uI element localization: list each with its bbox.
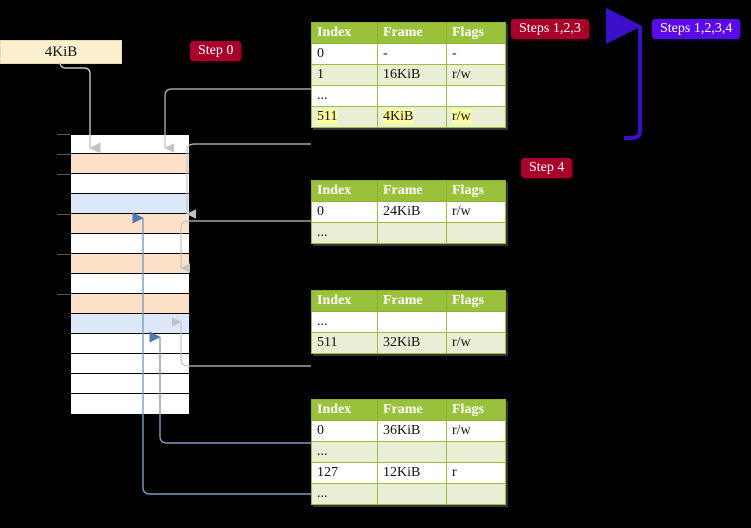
cell-index: ...: [311, 85, 378, 107]
table-row: ...: [311, 222, 506, 244]
badge-step-4-label: Step 4: [529, 160, 565, 175]
cell-index: 127: [311, 462, 378, 484]
highlighted-value: r/w: [452, 109, 471, 124]
cell-index: ...: [311, 222, 378, 244]
table-row: 511 4KiB r/w: [311, 106, 506, 128]
column-header-frame: Frame: [377, 290, 447, 312]
memory-frame: [70, 254, 190, 274]
cell-index: 511: [311, 332, 378, 354]
memory-frame: [70, 274, 190, 294]
memory-frame: [70, 194, 190, 214]
cell-flags: [446, 441, 506, 463]
memory-frame: [70, 214, 190, 234]
cell-frame: 24KiB: [377, 201, 447, 223]
memory-frame: [70, 374, 190, 394]
cell-index: ...: [311, 311, 378, 333]
cell-flags: [446, 85, 506, 107]
column-header-index: Index: [311, 399, 378, 421]
memory-frame: [70, 354, 190, 374]
cell-frame: 32KiB: [377, 332, 447, 354]
memory-frame: [70, 334, 190, 354]
cell-index: 1: [311, 64, 378, 86]
cell-index: ...: [311, 441, 378, 463]
memory-frame: [70, 234, 190, 254]
column-header-index: Index: [311, 290, 378, 312]
badge-steps-123-label: Steps 1,2,3: [519, 21, 581, 36]
table-row: ...: [311, 441, 506, 463]
cell-frame: 16KiB: [377, 64, 447, 86]
cell-frame: [377, 222, 447, 244]
highlighted-value: 4KiB: [383, 109, 414, 124]
cell-frame: [377, 441, 447, 463]
cell-frame: -: [377, 43, 447, 65]
cell-flags: r: [446, 462, 506, 484]
cell-frame: [377, 311, 447, 333]
cell-index: 0: [311, 43, 378, 65]
cell-frame: 36KiB: [377, 420, 447, 442]
memory-frame: [70, 174, 190, 194]
table-row: ...: [311, 483, 506, 505]
cell-frame: [377, 483, 447, 505]
column-header-index: Index: [311, 180, 378, 202]
size-label-text: 4KiB: [44, 43, 78, 60]
table-row: 0--: [311, 43, 506, 65]
cell-flags: [446, 222, 506, 244]
cell-flags: [446, 483, 506, 505]
badge-step-4: Step 4: [521, 158, 573, 178]
memory-frame: [70, 134, 190, 154]
cell-flags: [446, 311, 506, 333]
column-header-flags: Flags: [446, 399, 506, 421]
badge-step-0: Step 0: [190, 41, 242, 61]
cell-frame: [377, 85, 447, 107]
table-row: ...: [311, 85, 506, 107]
highlighted-value: 511: [317, 109, 338, 124]
cell-flags: r/w: [446, 106, 506, 128]
size-label-4kib: 4KiB: [0, 40, 122, 64]
cell-index: 0: [311, 201, 378, 223]
cell-frame: 12KiB: [377, 462, 447, 484]
memory-frame: [70, 154, 190, 174]
memory-frame: [70, 394, 190, 414]
memory-frame: [70, 294, 190, 314]
cell-flags: r/w: [446, 64, 506, 86]
cell-index: 0: [311, 420, 378, 442]
cell-index: 511: [311, 106, 378, 128]
table-row: ...: [311, 311, 506, 333]
column-header-frame: Frame: [377, 180, 447, 202]
column-header-flags: Flags: [446, 180, 506, 202]
column-header-index: Index: [311, 22, 378, 44]
badge-step-0-label: Step 0: [198, 43, 234, 58]
cell-index: ...: [311, 483, 378, 505]
column-header-frame: Frame: [377, 22, 447, 44]
cell-flags: r/w: [446, 332, 506, 354]
cell-flags: r/w: [446, 420, 506, 442]
cell-flags: r/w: [446, 201, 506, 223]
badge-steps-123: Steps 1,2,3: [511, 19, 589, 39]
column-header-flags: Flags: [446, 22, 506, 44]
cell-frame: 4KiB: [377, 106, 447, 128]
memory-frame: [70, 314, 190, 334]
column-header-flags: Flags: [446, 290, 506, 312]
badge-steps-1234-label: Steps 1,2,3,4: [660, 21, 733, 36]
column-header-frame: Frame: [377, 399, 447, 421]
cell-flags: -: [446, 43, 506, 65]
badge-steps-1234: Steps 1,2,3,4: [652, 19, 741, 39]
